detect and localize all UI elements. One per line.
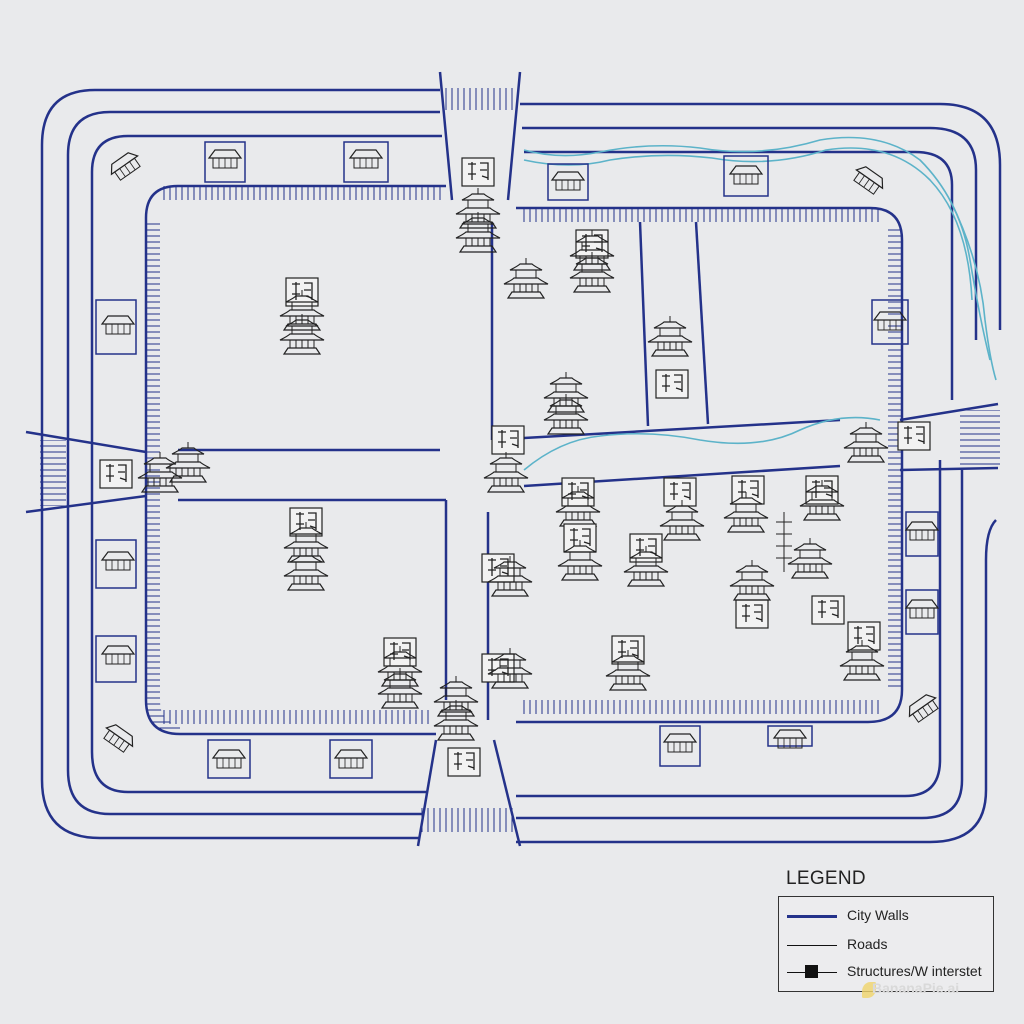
interior-structures	[279, 229, 885, 709]
legend-item-roads: Roads	[779, 934, 995, 956]
legend-label: Structures/W interstet	[847, 963, 982, 979]
wall-hatching	[146, 186, 902, 734]
square-marker-icon	[805, 965, 818, 978]
city-walls	[40, 88, 1002, 844]
thin-line-icon	[787, 945, 837, 946]
watermark-leaf-icon	[862, 982, 876, 998]
wall-gatehouses	[95, 141, 943, 779]
axial-roads	[25, 71, 999, 847]
legend-label: Roads	[847, 936, 888, 952]
legend-title: LEGEND	[786, 868, 866, 889]
legend: City Walls Roads Structures/W interstet	[778, 896, 994, 992]
gate-bridges	[40, 88, 1000, 832]
watermark: BananaPie.ai	[872, 980, 960, 996]
legend-item-structures: Structures/W interstet	[779, 961, 995, 983]
river	[523, 136, 997, 471]
legend-item-city-walls: City Walls	[779, 905, 995, 927]
legend-label: City Walls	[847, 907, 909, 923]
thick-line-icon	[787, 915, 837, 918]
